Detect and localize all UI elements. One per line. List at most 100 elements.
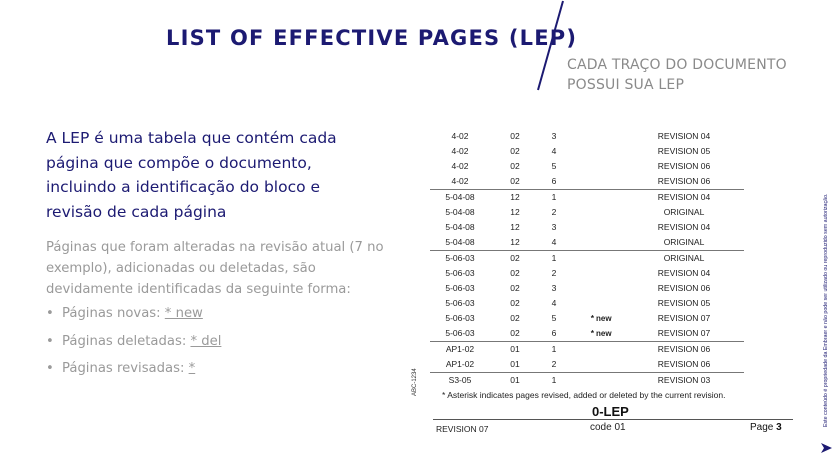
cell-block: 02 (510, 313, 520, 323)
bullet-label: Páginas revisadas: (62, 361, 189, 376)
cell-page: AP1-02 (430, 341, 490, 357)
cell-number: 2 (551, 268, 557, 278)
cell-revision: REVISION 05 (657, 298, 711, 308)
cell-asterisk (568, 250, 596, 266)
cell-number: 3 (551, 222, 557, 232)
cell-number: 1 (540, 341, 568, 357)
footer-page-number: Page 3 (750, 422, 782, 433)
lep-code: 0-LEP (592, 404, 629, 419)
footer-page-label: Page (750, 422, 774, 433)
body-paragraph: Páginas que foram alteradas na revisão a… (46, 240, 384, 297)
bullet-dot: • (46, 333, 54, 349)
document-id: ABC-1234 (412, 368, 418, 396)
cell-new-flag (596, 250, 624, 266)
cell-asterisk (568, 341, 596, 357)
cell-revision: REVISION 04 (657, 268, 711, 278)
cell-number: 1 (540, 372, 568, 388)
cell-block: 12 (490, 189, 540, 205)
cell-block: 12 (510, 207, 520, 217)
cell-asterisk (568, 220, 596, 235)
cell-asterisk (568, 189, 596, 205)
cell-asterisk (568, 205, 596, 220)
cell-asterisk (568, 129, 596, 144)
cell-asterisk (568, 144, 596, 159)
cell-number: 1 (540, 250, 568, 266)
cell-new-flag: new (596, 314, 612, 323)
cell-block: 01 (510, 359, 520, 369)
bullet-dot: • (46, 306, 54, 321)
cell-number: 3 (551, 131, 557, 141)
lep-row: 5-04-08 12 3 REVISION 04 (430, 220, 744, 235)
page-subtitle: CADA TRAÇO DO DOCUMENTO POSSUI SUA LEP (567, 57, 787, 93)
cell-block: 12 (510, 222, 520, 232)
cell-revision: REVISION 05 (657, 146, 711, 156)
cell-revision: REVISION 06 (657, 359, 711, 369)
cell-block: 02 (510, 131, 520, 141)
footer-page-num: 3 (776, 422, 782, 433)
cell-asterisk (568, 174, 596, 190)
cell-page: 5-06-03 (445, 313, 475, 323)
cell-revision: REVISION 07 (657, 328, 711, 338)
footer-code: code 01 (590, 422, 626, 433)
cell-page: 5-06-03 (445, 283, 475, 293)
cell-block: 02 (490, 250, 540, 266)
cell-new-flag (596, 357, 624, 373)
cell-revision: REVISION 06 (624, 341, 744, 357)
cell-new-flag (596, 341, 624, 357)
cell-number: 6 (551, 328, 557, 338)
cell-revision: ORIGINAL (663, 237, 705, 247)
cell-asterisk (568, 372, 596, 388)
cell-page: 5-04-08 (445, 237, 475, 247)
cell-number: 2 (551, 359, 557, 369)
cell-page: 5-04-08 (445, 222, 475, 232)
cell-page: 4-02 (451, 146, 469, 156)
cell-asterisk: * (590, 313, 594, 323)
lead-paragraph: A LEP é uma tabela que contém cada págin… (46, 129, 337, 221)
cell-page: 4-02 (451, 176, 469, 186)
chevron-right-arrow-icon[interactable] (820, 442, 834, 454)
cell-page: 5-06-03 (445, 298, 475, 308)
cell-new-flag (596, 174, 624, 190)
bullet-label: Páginas novas: (62, 306, 165, 321)
cell-new-flag (596, 296, 624, 311)
cell-asterisk (568, 296, 596, 311)
bullet-marker: * del (190, 333, 222, 349)
cell-new-flag (596, 372, 624, 388)
cell-block: 02 (510, 283, 520, 293)
cell-new-flag (596, 235, 624, 251)
cell-number: 5 (551, 161, 557, 171)
copyright-disclaimer: Este conteúdo é propriedade da Embraer e… (823, 193, 829, 427)
cell-page: 4-02 (451, 161, 469, 171)
cell-number: 4 (551, 237, 557, 247)
bullet-marker: * (188, 361, 196, 376)
cell-revision: REVISION 04 (624, 189, 744, 205)
cell-number: 4 (551, 298, 557, 308)
cell-revision: REVISION 04 (657, 222, 711, 232)
cell-block: 02 (510, 176, 520, 186)
cell-revision: REVISION 07 (657, 313, 711, 323)
cell-new-flag (596, 144, 624, 159)
cell-block: 12 (510, 237, 520, 247)
cell-new-flag (596, 129, 624, 144)
cell-page: AP1-02 (445, 359, 475, 369)
cell-page: 4-02 (451, 131, 469, 141)
cell-asterisk (568, 266, 596, 281)
cell-number: 3 (551, 283, 557, 293)
cell-block: 02 (510, 268, 520, 278)
cell-revision: REVISION 04 (657, 131, 711, 141)
cell-revision: REVISION 06 (657, 161, 711, 171)
asterisk-footnote: * Asterisk indicates pages revised, adde… (442, 390, 726, 400)
